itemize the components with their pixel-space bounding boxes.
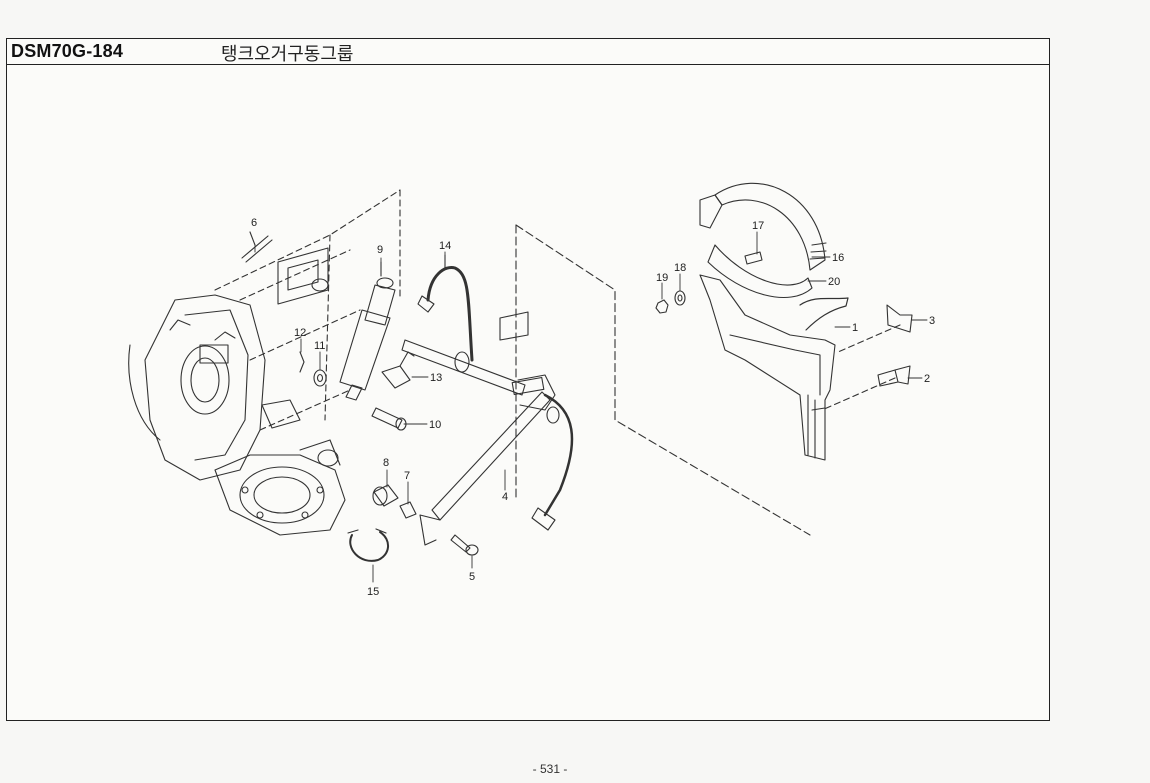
callout-10: 10 — [429, 419, 441, 431]
part-7-bushing — [399, 501, 417, 519]
callout-7: 7 — [404, 470, 410, 482]
part-10-bolt — [371, 407, 407, 431]
callout-11: 11 — [314, 340, 325, 352]
part-16-retaining-band — [699, 182, 827, 271]
part-14-hydraulic-hose — [417, 254, 474, 362]
part-4-drive-arm — [401, 339, 574, 546]
part-3-cover-plate — [886, 304, 913, 333]
part-5-bolt — [450, 534, 479, 556]
page-number: - 531 - — [532, 762, 568, 776]
part-11-washer — [313, 369, 327, 387]
part-15-hose-clamp — [347, 528, 389, 562]
part-2-wing-bolt — [877, 365, 911, 387]
callout-20: 20 — [828, 276, 840, 288]
callout-16: 16 — [832, 252, 844, 264]
callout-18: 18 — [674, 262, 686, 274]
callout-8: 8 — [383, 457, 389, 469]
callout-15: 15 — [367, 586, 379, 598]
callout-14: 14 — [439, 240, 451, 252]
callout-13: 13 — [430, 372, 442, 384]
part-17-bolt — [744, 251, 763, 265]
callout-19: 19 — [656, 272, 668, 284]
callout-4: 4 — [502, 491, 508, 503]
diagram-title: 탱크오거구동그룹 — [221, 44, 354, 65]
part-20-lower-band — [707, 244, 813, 299]
callout-9: 9 — [377, 244, 383, 256]
part-13-elbow-fitting — [381, 351, 415, 389]
part-12-cotter-pin — [299, 351, 305, 373]
callout-1: 1 — [852, 322, 858, 334]
part-18-washer — [674, 290, 686, 306]
gearbox-assembly — [128, 189, 401, 536]
callout-3: 3 — [929, 315, 935, 327]
part-9-hydraulic-cylinder — [339, 261, 396, 401]
callout-2: 2 — [924, 373, 930, 385]
callout-6: 6 — [251, 217, 257, 229]
part-19-nut — [655, 299, 669, 314]
callout-5: 5 — [469, 571, 475, 583]
callout-12: 12 — [294, 327, 306, 339]
diagram-header: DSM70G-184 탱크오거구동그룹 — [7, 39, 1049, 65]
callout-17: 17 — [752, 220, 764, 232]
part-6-pin — [241, 231, 273, 263]
diagram-code: DSM70G-184 — [11, 41, 124, 61]
part-8-bushing — [372, 484, 399, 507]
part-1-support-bracket — [699, 274, 849, 461]
hose-bracket — [499, 224, 811, 536]
